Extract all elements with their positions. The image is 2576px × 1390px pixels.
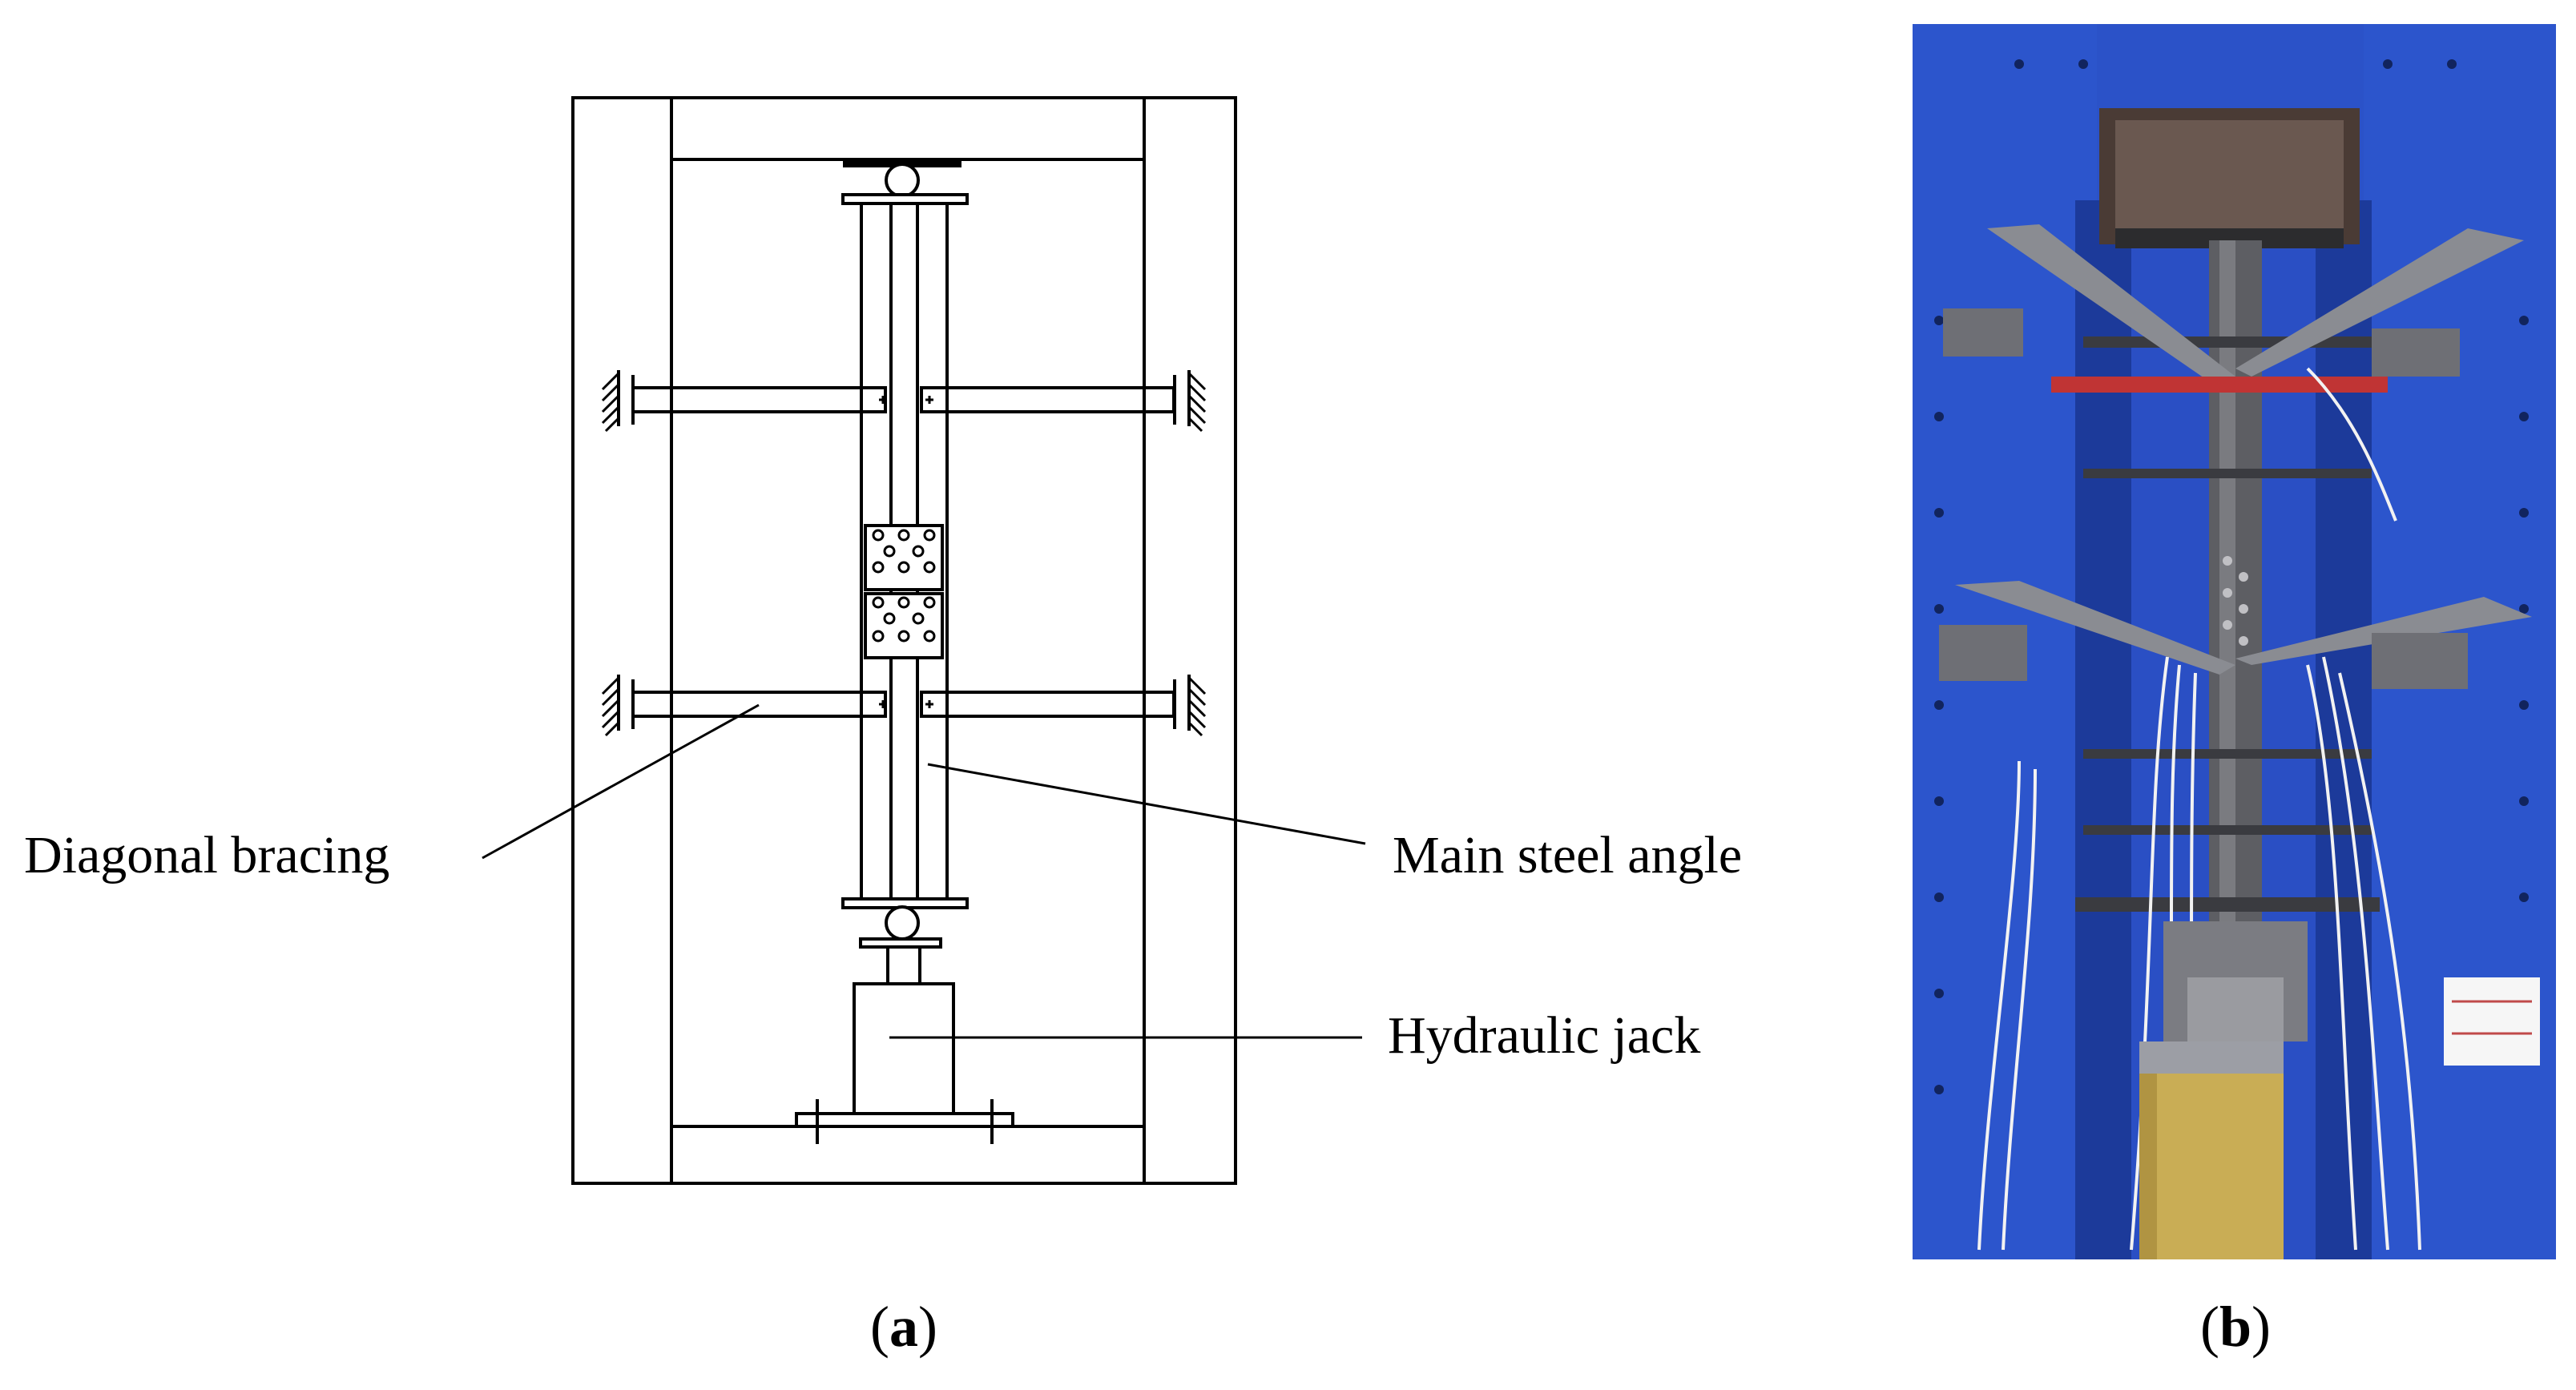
main-steel-angle-member bbox=[860, 203, 949, 899]
label-diagonal-bracing: Diagonal bracing bbox=[24, 826, 389, 884]
reaction-frame bbox=[571, 96, 1237, 1185]
label-main-steel-angle: Main steel angle bbox=[1393, 826, 1742, 884]
splice-joint bbox=[864, 524, 944, 659]
bottom-hinge-support bbox=[841, 897, 969, 985]
leader-diagonal-bracing bbox=[482, 703, 760, 860]
test-setup-photo: (b) bbox=[1913, 24, 2556, 1359]
caption-a: (a) bbox=[870, 1295, 937, 1359]
label-hydraulic-jack: Hydraulic jack bbox=[1388, 1006, 1700, 1065]
caption-b: (b) bbox=[2200, 1295, 2271, 1359]
leader-main-steel-angle bbox=[927, 763, 1366, 845]
upper-diagonal-bracing bbox=[601, 370, 1207, 433]
top-hinge-support bbox=[841, 160, 969, 205]
hydraulic-jack bbox=[795, 982, 1014, 1144]
test-setup-schematic: Diagonal bracing Main steel angle Hydrau… bbox=[24, 96, 1742, 1359]
lower-diagonal-bracing bbox=[601, 675, 1207, 737]
